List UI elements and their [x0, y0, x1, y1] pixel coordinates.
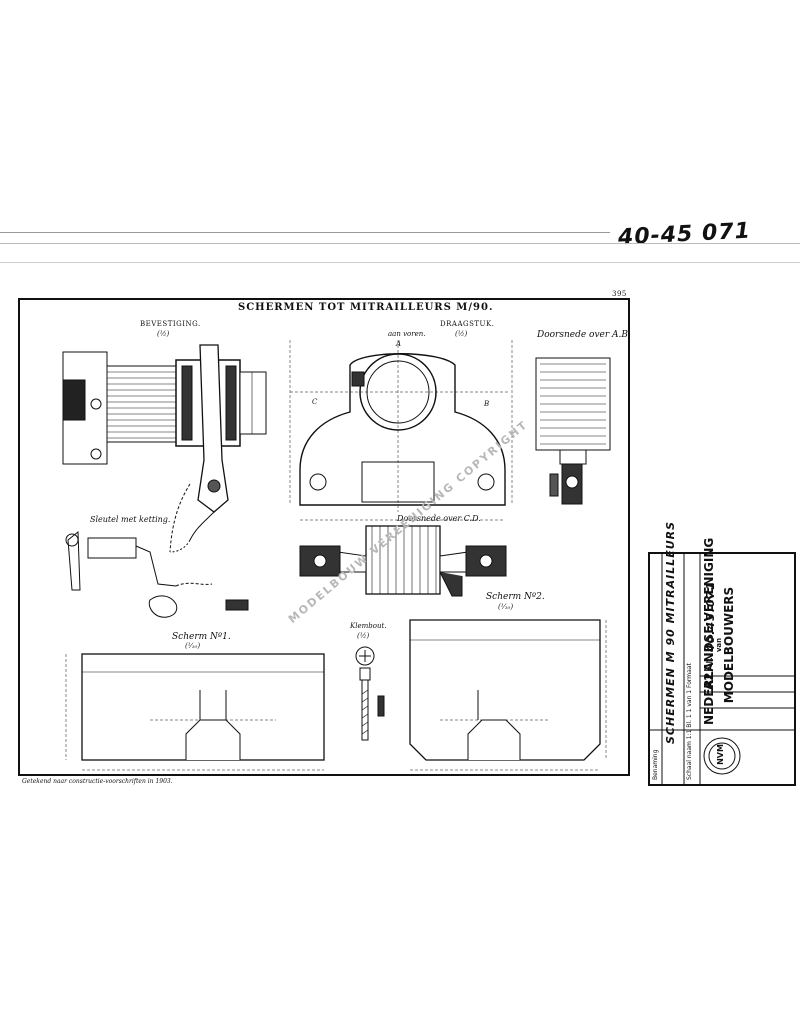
subtitle-draagstuk: aan voren. — [388, 330, 426, 338]
drawing-sheet — [18, 298, 630, 776]
logo-icon: NVM — [715, 744, 725, 765]
label-scherm2: Scherm Nº2. — [486, 592, 545, 602]
title-block — [648, 552, 796, 786]
point-b: B — [484, 400, 490, 408]
draagstuk-view — [289, 340, 513, 521]
sleutel-view — [65, 530, 249, 618]
scherm1-view — [65, 653, 325, 771]
sheet-title: SCHERMEN TOT MITRAILLEURS M/90. — [238, 302, 494, 313]
label-sleutel: Sleutel met ketting. — [90, 515, 171, 524]
doorsnede-cd-view — [299, 525, 507, 597]
drawing-name: SCHERMEN M 90 MITRAILLEURS — [664, 520, 677, 744]
nr-label: Nr. — [702, 656, 715, 672]
label-bevestiging: BEVESTIGING. — [140, 320, 201, 328]
org-line2: MODELBOUWERS — [722, 586, 736, 704]
klembout-view — [355, 646, 385, 741]
scan-line — [0, 232, 610, 233]
scan-line — [0, 243, 800, 244]
label-doorsnede-ab: Doorsnede over A.B. — [537, 330, 631, 340]
page-number: 395 — [612, 290, 627, 298]
title-block-lines — [650, 554, 796, 784]
label-draagstuk: DRAAGSTUK. — [440, 320, 495, 328]
format-label: A2 — [702, 672, 716, 690]
scale-scherm1: (¹⁄₁₀) — [185, 642, 201, 650]
benaming-label: Benaming — [652, 749, 659, 780]
point-c: C — [312, 398, 318, 406]
scale-scherm2: (¹⁄₁₀) — [498, 603, 514, 611]
label-doorsnede-cd: Doorsnede over C.D. — [397, 514, 481, 523]
row-text: Schaal naam 1:1 Bl. 1 1 van 1 Formaat — [686, 663, 693, 780]
drawing-number: 40.45.071 — [704, 581, 717, 652]
point-a: A — [396, 340, 402, 348]
scherm2-view — [409, 619, 607, 771]
bottom-note: Getekend naar constructie-voorschriften … — [22, 778, 173, 785]
doorsnede-ab-view — [535, 357, 611, 505]
bevestiging-view — [62, 344, 267, 553]
label-scherm1: Scherm Nº1. — [172, 632, 231, 642]
scan-line — [0, 262, 800, 263]
scale-klembout: (½) — [357, 632, 370, 640]
scale-draagstuk: (½) — [455, 330, 468, 338]
scale-bevestiging: (½) — [157, 330, 170, 338]
label-klembout: Klembout. — [350, 622, 387, 630]
